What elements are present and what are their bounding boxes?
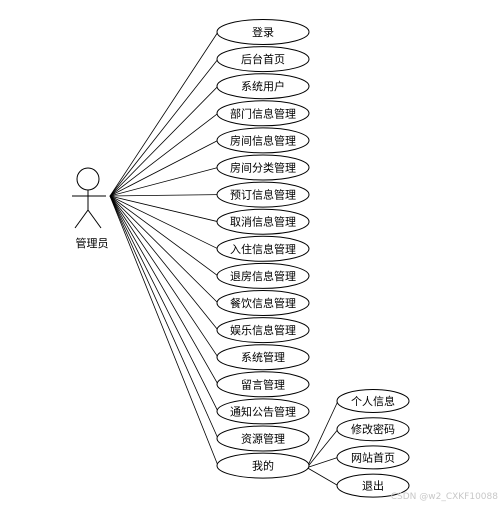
actor-left-leg xyxy=(74,209,89,229)
association-line-8 xyxy=(109,195,219,250)
use-case-10-ellipse xyxy=(216,290,310,316)
use-case-16-label: 我的 xyxy=(252,459,274,473)
association-line-3 xyxy=(109,112,219,197)
association-line-13 xyxy=(109,195,219,385)
use-case-8-label: 入住信息管理 xyxy=(230,242,296,256)
use-case-7-ellipse xyxy=(216,208,310,235)
sub-use-case-1-ellipse xyxy=(336,417,410,442)
association-line-2 xyxy=(109,85,219,197)
association-line-12 xyxy=(109,195,219,358)
use-case-9-ellipse xyxy=(216,262,310,289)
use-case-7-label: 取消信息管理 xyxy=(230,215,296,229)
use-case-11-label: 娱乐信息管理 xyxy=(230,323,296,337)
use-case-5: 房间分类管理 xyxy=(216,154,310,181)
use-case-14-ellipse xyxy=(216,398,310,425)
sub-use-case-3-label: 退出 xyxy=(362,479,384,493)
use-case-8-ellipse xyxy=(216,235,310,262)
use-case-12-label: 系统管理 xyxy=(241,350,285,364)
use-case-16: 我的 xyxy=(216,452,310,479)
use-case-14: 通知公告管理 xyxy=(216,398,310,425)
use-case-9-label: 退房信息管理 xyxy=(230,269,296,283)
sub-use-case-3-ellipse xyxy=(336,473,410,498)
use-case-3-ellipse xyxy=(216,100,310,127)
association-line-5 xyxy=(109,167,219,197)
use-case-13: 留言管理 xyxy=(216,371,310,398)
sub-use-case-0-ellipse xyxy=(336,389,410,413)
use-case-13-ellipse xyxy=(216,371,310,398)
use-case-3: 部门信息管理 xyxy=(216,100,310,127)
association-line-4 xyxy=(109,140,219,197)
use-case-12: 系统管理 xyxy=(216,344,310,371)
association-line-7 xyxy=(109,195,219,223)
use-case-15-ellipse xyxy=(216,425,310,452)
sub-association-line-0 xyxy=(306,400,339,468)
use-case-0-ellipse xyxy=(216,19,310,45)
actor-label: 管理员 xyxy=(76,236,109,250)
actor-admin: 管理员 xyxy=(72,167,109,250)
sub-use-case-0: 个人信息 xyxy=(336,389,410,413)
use-case-1: 后台首页 xyxy=(216,46,310,73)
use-case-10-label: 餐饮信息管理 xyxy=(230,296,296,310)
sub-use-case-1-label: 修改密码 xyxy=(351,422,395,436)
sub-association-line-3 xyxy=(306,467,339,486)
use-case-1-label: 后台首页 xyxy=(241,52,285,66)
use-case-7: 取消信息管理 xyxy=(216,208,310,235)
association-line-9 xyxy=(109,195,219,277)
use-case-13-label: 留言管理 xyxy=(241,377,285,391)
use-case-4-label: 房间信息管理 xyxy=(230,133,296,147)
use-case-4-ellipse xyxy=(216,127,310,154)
association-line-15 xyxy=(109,195,219,439)
use-case-8: 入住信息管理 xyxy=(216,235,310,262)
use-case-1-ellipse xyxy=(216,46,310,73)
association-line-16 xyxy=(109,195,219,466)
actor-right-leg xyxy=(87,209,102,229)
use-case-3-label: 部门信息管理 xyxy=(230,106,296,120)
use-case-2-ellipse xyxy=(216,73,310,100)
use-case-2: 系统用户 xyxy=(216,73,310,100)
use-case-2-label: 系统用户 xyxy=(241,79,285,93)
watermark-text: CSDN @w2_CXKF10088 xyxy=(391,492,499,502)
use-case-10: 餐饮信息管理 xyxy=(216,290,310,316)
use-case-6-ellipse xyxy=(216,181,310,208)
use-case-6: 预订信息管理 xyxy=(216,181,310,208)
use-case-12-ellipse xyxy=(216,344,310,371)
association-line-10 xyxy=(109,195,219,304)
use-case-0: 登录 xyxy=(216,19,310,45)
use-case-6-label: 预订信息管理 xyxy=(230,188,296,202)
sub-use-case-2-ellipse xyxy=(336,445,410,470)
sub-use-case-1: 修改密码 xyxy=(336,417,410,442)
sub-association-line-1 xyxy=(306,428,339,468)
sub-use-case-2: 网站首页 xyxy=(336,445,410,470)
association-line-0 xyxy=(109,31,219,197)
use-case-15-label: 资源管理 xyxy=(241,432,285,446)
use-case-9: 退房信息管理 xyxy=(216,262,310,289)
sub-use-case-0-label: 个人信息 xyxy=(351,394,395,408)
association-line-11 xyxy=(109,195,219,331)
sub-association-line-2 xyxy=(306,457,339,468)
use-case-15: 资源管理 xyxy=(216,425,310,452)
use-case-14-label: 通知公告管理 xyxy=(230,404,296,418)
association-line-14 xyxy=(109,195,219,412)
association-line-6 xyxy=(109,194,219,197)
sub-use-case-3: 退出 xyxy=(336,473,410,498)
use-case-5-label: 房间分类管理 xyxy=(230,161,296,175)
association-line-1 xyxy=(109,58,219,197)
use-case-0-label: 登录 xyxy=(252,25,274,39)
actor-head xyxy=(76,167,100,191)
use-case-4: 房间信息管理 xyxy=(216,127,310,154)
sub-use-case-2-label: 网站首页 xyxy=(351,450,395,464)
use-case-5-ellipse xyxy=(216,154,310,181)
use-case-16-ellipse xyxy=(216,452,310,479)
use-case-11-ellipse xyxy=(216,317,310,344)
use-case-11: 娱乐信息管理 xyxy=(216,317,310,344)
